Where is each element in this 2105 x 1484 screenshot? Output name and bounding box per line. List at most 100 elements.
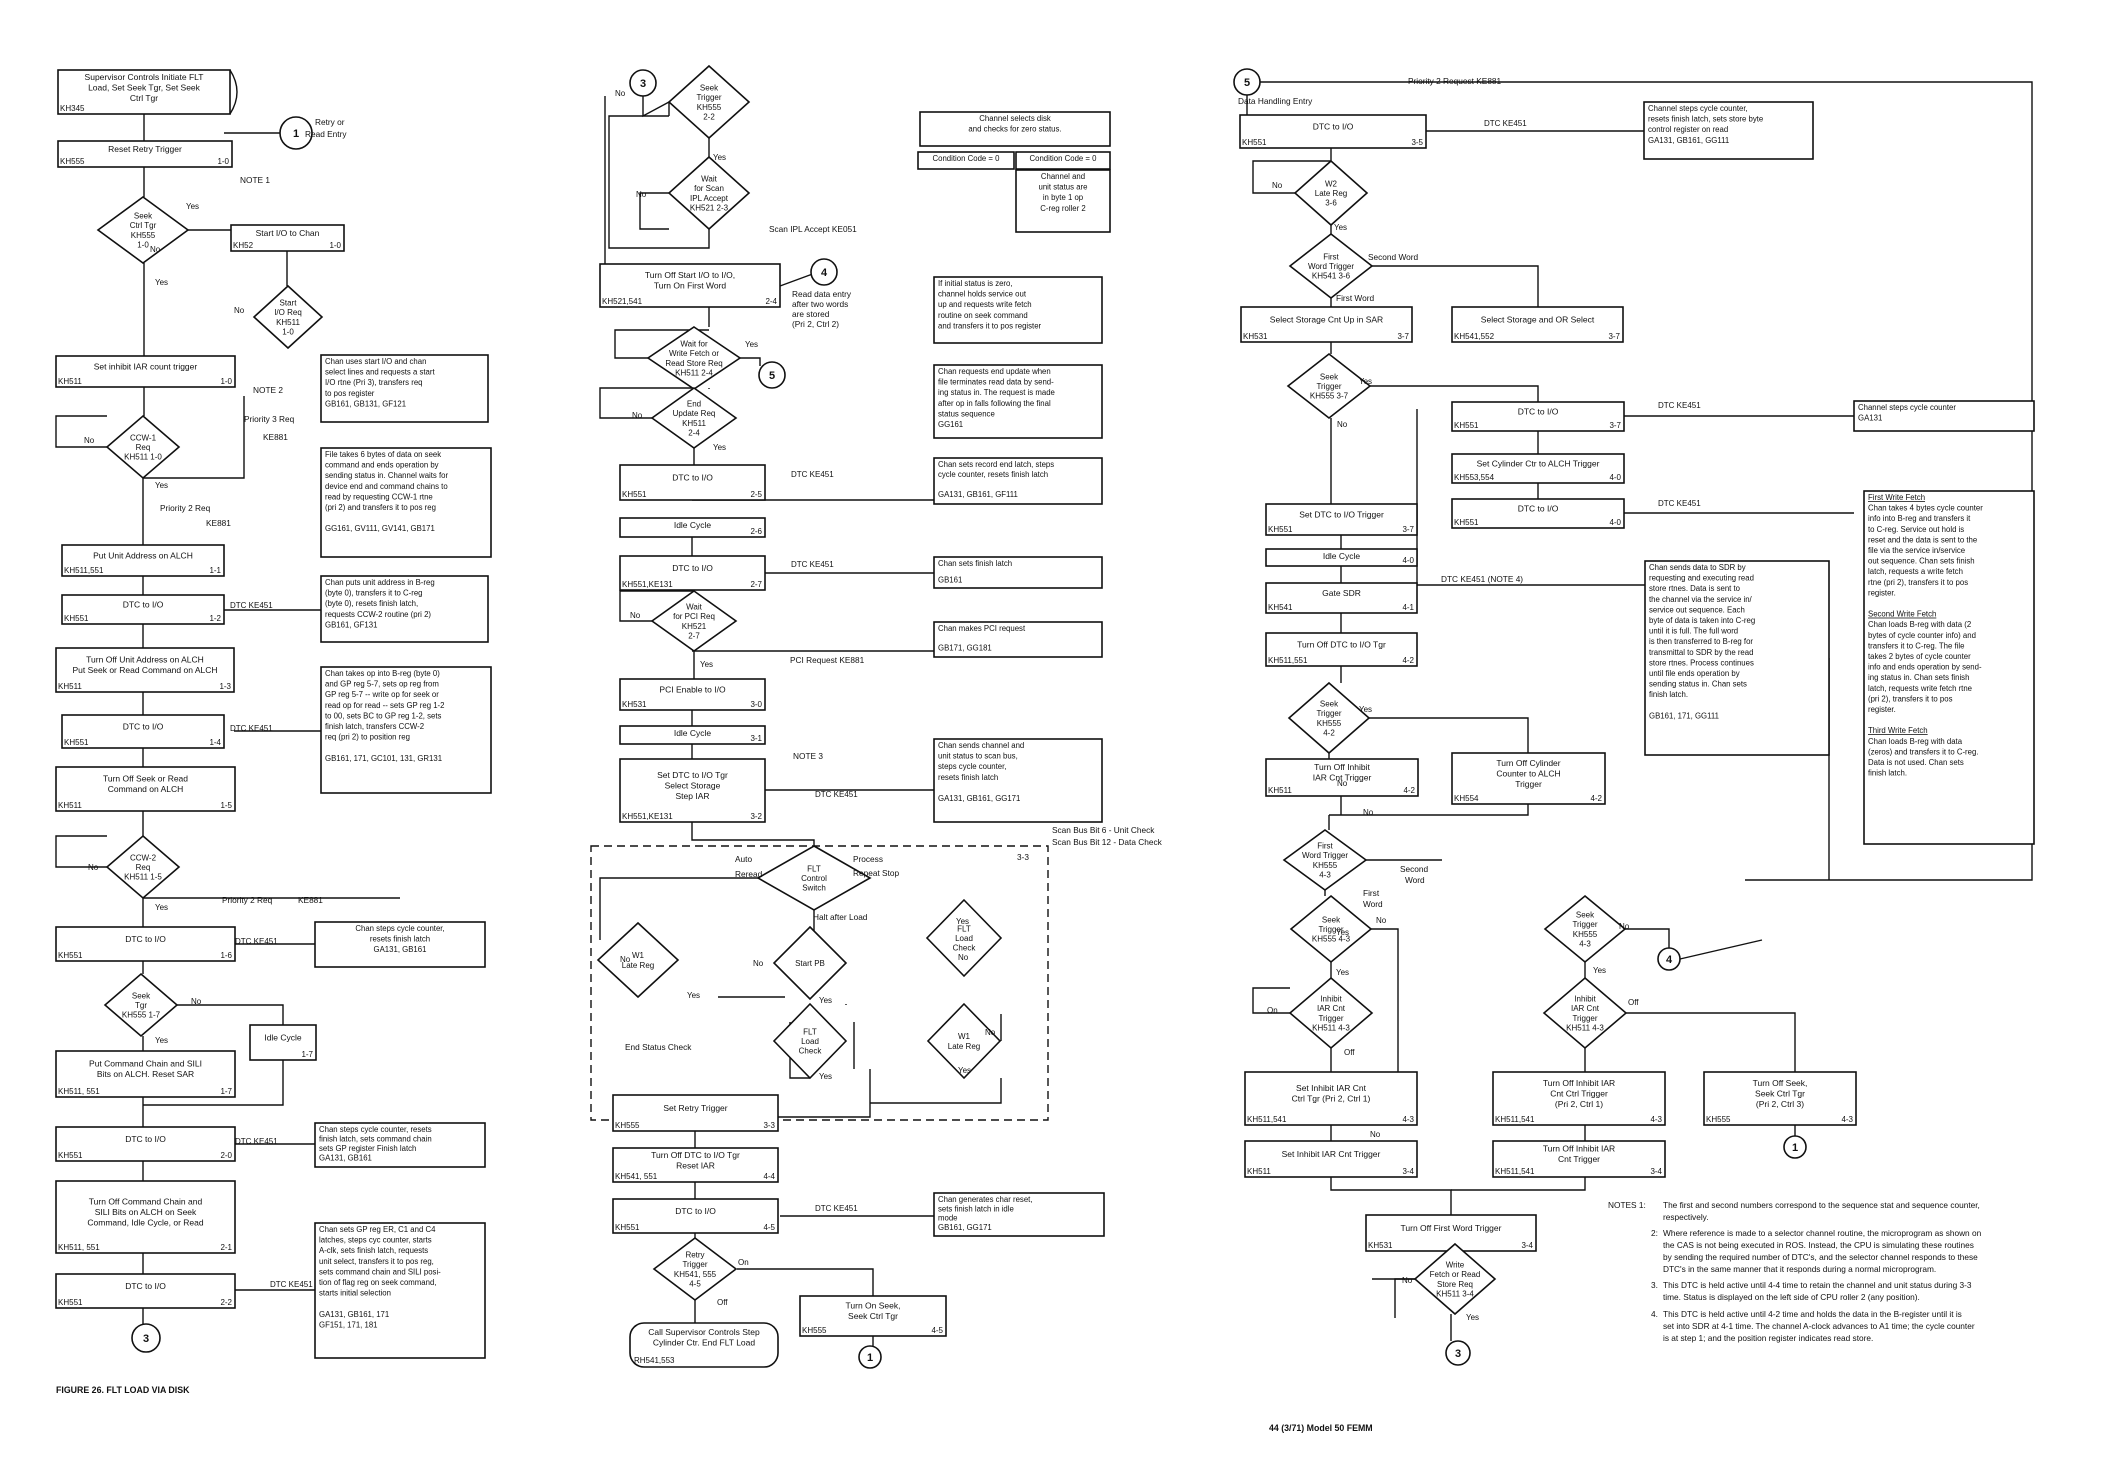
terminal-text: Cylinder Ctr. End FLT Load [653,1338,755,1348]
note-text: resets finish latch [938,773,998,782]
decision-text: 4-3 [1579,939,1591,948]
label-retry-entry2: Read Entry [305,129,347,139]
box-text: Ctrl Tgr (Pri 2, Ctrl 1) [1292,1094,1371,1104]
flow-line [639,192,669,230]
terminal-location: RH541,553 [634,1356,675,1365]
note-text: ing status in. The request is made [938,388,1055,397]
box-location: KH541, 551 [615,1172,658,1181]
note-text: GG161, GV111, GV141, GB171 [325,524,435,533]
decision-text: Write Fetch or [669,349,719,358]
flow-line [608,115,710,249]
note-text: read by requesting CCW-1 rtne [325,492,433,501]
box-sequence: 1-2 [209,614,221,623]
note-chansteps16: Chan steps cycle counter,resets finish l… [314,921,486,968]
box-location: KH551 [1454,421,1479,430]
decision-text: Seek [134,212,153,221]
label-note-3-text: This DTC is held active until 4-4 time t… [1663,1280,1972,1290]
box-location: KH551 [1242,138,1267,147]
note-text: read op for read -- sets GP reg 1-2 [325,701,444,710]
box-text: Bits on ALCH. Reset SAR [97,1069,194,1079]
label-priority2-b: Priority 2 Req [222,895,273,905]
note-text: requesting and executing read [1649,574,1754,583]
box-location: KH511, 551 [58,1087,100,1096]
note-text: Chan puts unit address in B-reg [325,578,435,587]
label-note-2-text4: DTC's in the same manner that it respond… [1663,1264,1936,1274]
note-text: status sequence [938,409,995,418]
label-no: No [1363,808,1374,817]
box-text: PCI Enable to I/O [659,684,726,694]
box-location: KH541 [1268,603,1293,612]
flow-line [870,1078,1002,1104]
box-text: Put Command Chain and SILI [89,1059,202,1069]
decision-text: KH555 4-3 [1312,935,1351,944]
note-text: bytes of cycle counter info) and [1868,631,1976,640]
box-text: Trigger [1515,779,1542,789]
box-text: Put Seek or Read Command on ALCH [72,665,217,675]
box-text: Select Storage [665,780,721,790]
decision-text: 1-0 [282,327,294,336]
box-sequence: 4-5 [931,1326,943,1335]
label-no: No [88,863,99,872]
connector-_bottom: 3 [131,1323,161,1353]
flow-line [1625,1012,1796,1072]
label-note-3-text2: time. Status is displayed on the left si… [1663,1292,1920,1302]
note-text: cycle counter, resets finish latch [938,470,1048,479]
note-text: GB161, GG171 [938,1223,992,1232]
note-text: GF151, 171, 181 [319,1320,378,1329]
decision-text: KH555 1-7 [122,1011,161,1020]
decision-text: Trigger [696,93,721,102]
decision-text: Load [801,1037,819,1046]
note-text: (zeros) and transfers it to C-reg. [1868,747,1979,756]
flow-line [1625,928,1670,948]
label-note-4-text2: set into SDR at 4-1 time. The channel A-… [1663,1321,1975,1331]
label-no: No [620,955,631,964]
label-note-2-text: Where reference is made to a selector ch… [1663,1228,1982,1238]
box-text: Command, Idle Cycle, or Read [87,1217,203,1227]
note-text: If initial status is zero, [938,279,1013,288]
note-text: starts initial selection [319,1289,391,1298]
decision-text: 4-5 [689,1279,701,1288]
note-text: tion of flag reg on seek command, [319,1278,436,1287]
label-notes-title: NOTES 1: [1608,1200,1646,1210]
note-text: sets command chain and SILI posi- [319,1267,441,1276]
decision-text: Fetch or Read [1430,1270,1481,1279]
box-sequence: 1-6 [220,951,232,960]
label-yes: Yes [1334,223,1347,232]
label-note2: NOTE 2 [253,385,283,395]
label-note-3-num: 3. [1651,1280,1658,1290]
note-text: GB161 [938,576,962,585]
label-on: On [738,1258,749,1267]
label-dtc_ke451: DTC KE451 [791,560,834,569]
label-note-2-text2: the CAS is not being executed in ROS. In… [1663,1240,1974,1250]
note-text: Chan steps cycle counter, [355,924,444,933]
label-dtc_ke451: DTC KE451 [270,1280,313,1289]
label-dtc-note4: DTC KE451 (NOTE 4) [1441,574,1523,584]
decision-startpb: Start PB [772,925,848,1001]
box-location: KH511,541 [1495,1167,1535,1176]
note-chantakes: Chan takes op into B-reg (byte 0)and GP … [320,666,492,794]
box-sequence: 3-7 [1397,332,1409,341]
box-sequence: 4-2 [1590,794,1602,803]
connector-number: 1 [867,1352,873,1364]
decision-text: Switch [802,884,826,893]
label-dtc_ke451: DTC KE451 [1658,401,1701,410]
connector-number: 4 [821,267,828,279]
box-text: Turn Off Command Chain and [89,1196,203,1206]
note-text: info and ends operation by send- [1868,663,1982,672]
box-text: Select Storage and OR Select [1481,314,1595,324]
flow-line [1416,409,1645,586]
note-text: service out sequence. Each [1649,605,1745,614]
label-priority3: Priority 3 Req [244,414,295,424]
